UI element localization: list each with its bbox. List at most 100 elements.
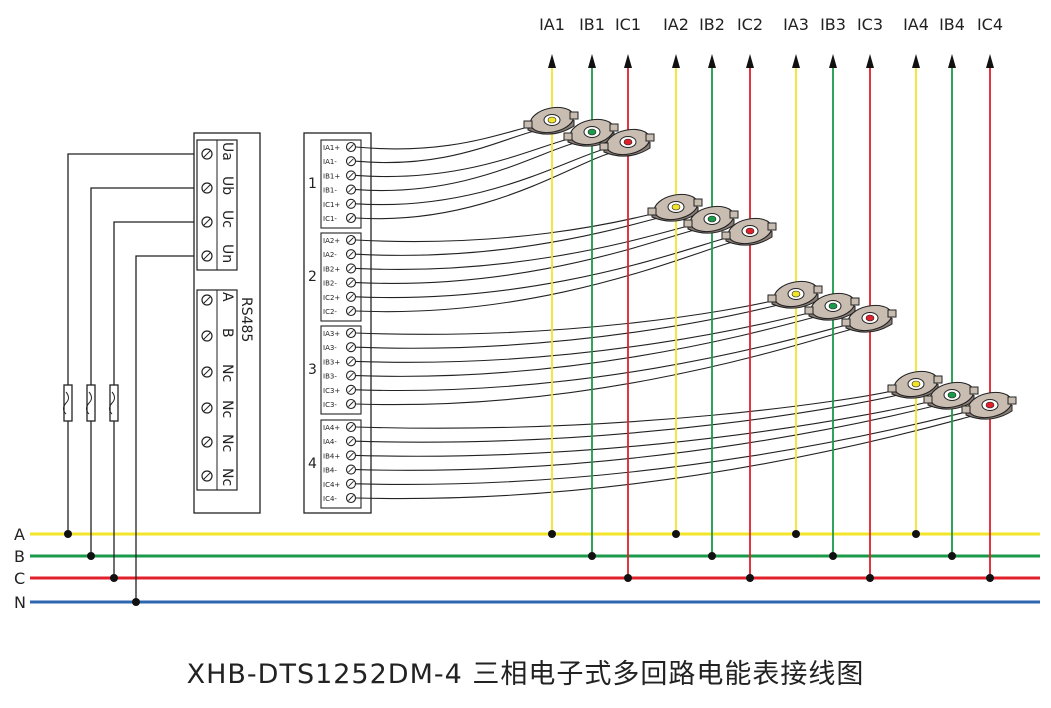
ct-conductor-dot xyxy=(671,203,681,211)
screw-slot xyxy=(203,252,211,260)
screw-slot xyxy=(348,452,354,459)
circuit-number: 3 xyxy=(308,362,317,378)
screw-slot xyxy=(203,184,211,192)
ct-lead-wire xyxy=(355,147,609,206)
screw-slot xyxy=(348,144,354,150)
load-line-label: IC2 xyxy=(737,15,763,34)
screw-slot xyxy=(348,237,354,243)
arrow-up-icon xyxy=(588,54,596,68)
screw-slot xyxy=(348,265,354,272)
bus-label-n: N xyxy=(14,593,26,612)
current-terminal-label: IB1- xyxy=(323,187,337,195)
screw-slot xyxy=(203,472,211,480)
ct-lead-wire xyxy=(355,212,657,243)
ct-conductor-dot xyxy=(791,290,801,298)
ct-lead-wire xyxy=(355,151,615,220)
screw-slot xyxy=(348,330,354,336)
ct-tab xyxy=(683,219,693,228)
circuit-number: 1 xyxy=(308,176,317,192)
circuit-number: 2 xyxy=(308,269,317,285)
fuse-icon xyxy=(63,384,73,422)
load-line-label: IB3 xyxy=(820,15,846,34)
junction-dot xyxy=(64,530,72,538)
ct-conductor-dot xyxy=(547,116,557,124)
bus-label-b: B xyxy=(14,547,25,566)
junction-dot xyxy=(588,552,596,560)
junction-dot xyxy=(866,574,874,582)
ct-lead-wire xyxy=(355,141,579,192)
circuit-number: 4 xyxy=(308,456,317,472)
ct-tab xyxy=(729,210,739,219)
ct-lead-wire xyxy=(355,400,933,457)
load-line-label: IA1 xyxy=(539,15,565,34)
ct-conductor-dot xyxy=(911,380,921,388)
ct-lead-wire xyxy=(355,414,977,500)
rs485-terminal-label: Nc xyxy=(219,434,235,452)
screw-slot xyxy=(348,401,354,407)
load-line-label: IB1 xyxy=(579,15,605,34)
voltage-terminal-label: Ua xyxy=(219,142,235,161)
arrow-up-icon xyxy=(792,54,800,68)
current-terminal-label: IB3- xyxy=(323,373,337,381)
junction-dot xyxy=(672,530,680,538)
ct-conductor-dot xyxy=(707,215,717,223)
screw-slot xyxy=(348,215,354,221)
ct-tab xyxy=(804,306,814,315)
ct-tab xyxy=(563,132,573,141)
load-line-label: IC4 xyxy=(977,15,1003,34)
load-line-label: IC3 xyxy=(857,15,883,34)
arrow-up-icon xyxy=(708,54,716,68)
arrow-up-icon xyxy=(746,54,754,68)
rs485-terminal-label: Nc xyxy=(219,400,235,418)
screw-slot xyxy=(203,438,211,446)
circuit-terminal-block xyxy=(320,325,362,415)
junction-dot xyxy=(986,574,994,582)
ct-conductor-dot xyxy=(623,138,633,146)
ct-lead-wire xyxy=(355,240,737,313)
current-terminal-label: IA1- xyxy=(323,158,337,166)
current-terminal-label: IB3+ xyxy=(323,358,340,366)
screw-slot xyxy=(348,480,354,487)
ct-lead-wire xyxy=(355,299,777,335)
arrow-up-icon xyxy=(866,54,874,68)
fuse-element xyxy=(63,391,69,415)
ct-tab xyxy=(933,375,943,384)
junction-dot xyxy=(110,574,118,582)
screw-slot xyxy=(348,372,354,379)
bus-label-c: C xyxy=(14,569,25,588)
ct-tab xyxy=(721,231,731,240)
screw-slot xyxy=(348,293,354,300)
ct-conductor-dot xyxy=(947,391,957,399)
current-terminal-label: IA2+ xyxy=(323,237,340,245)
ct-tab xyxy=(887,309,897,318)
ct-conductor-dot xyxy=(745,227,755,235)
ct-lead-wire xyxy=(355,216,663,256)
junction-dot xyxy=(87,552,95,560)
screw-slot xyxy=(348,251,354,258)
circuit-terminal-block xyxy=(320,419,362,509)
arrow-up-icon xyxy=(912,54,920,68)
ct-conductor-dot xyxy=(828,302,838,310)
arrow-up-icon xyxy=(672,54,680,68)
ct-tab xyxy=(523,120,533,129)
screw-slot xyxy=(348,344,354,351)
junction-dot xyxy=(548,530,556,538)
current-terminal-label: IC2+ xyxy=(323,294,340,302)
screw-slot xyxy=(348,172,354,179)
ct-tab xyxy=(569,111,579,120)
current-terminal-label: IA3+ xyxy=(323,330,340,338)
current-terminal-label: IB2+ xyxy=(323,265,340,273)
ct-tab xyxy=(969,386,979,395)
junction-dot xyxy=(792,530,800,538)
ct-tab xyxy=(961,405,971,414)
voltage-wire xyxy=(113,221,205,578)
load-line-label: IB2 xyxy=(699,15,725,34)
arrow-up-icon xyxy=(986,54,994,68)
screw-slot xyxy=(348,200,354,207)
current-terminal-label: IB2- xyxy=(323,280,337,288)
current-terminal-label: IC1+ xyxy=(323,201,340,209)
current-terminal-label: IC4- xyxy=(323,495,337,503)
ct-conductor-dot xyxy=(985,401,995,409)
load-line-label: IC1 xyxy=(615,15,641,34)
